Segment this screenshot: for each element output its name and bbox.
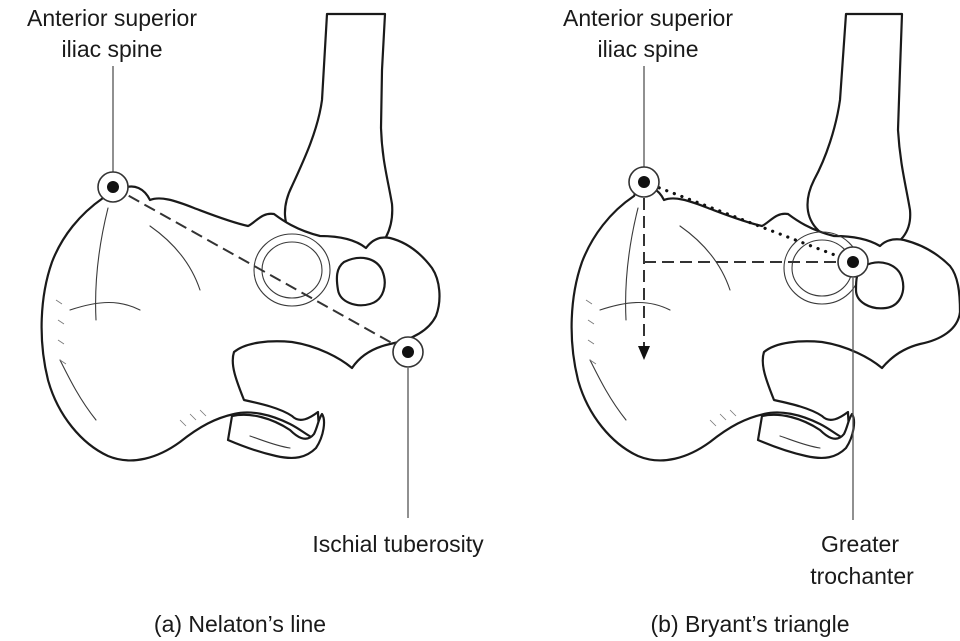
label-asis-a-line1: Anterior superior <box>27 5 197 31</box>
bryant-arrowhead <box>638 346 650 360</box>
pubic-ramus-b <box>756 412 856 459</box>
label-asis-b-line2: iliac spine <box>598 36 699 62</box>
bryant-hypotenuse-dotted <box>642 180 855 264</box>
label-greater-trochanter-line2: trochanter <box>810 563 914 589</box>
panel-b-bryant: Anterior superior iliac spine Greater tr… <box>563 5 960 637</box>
nelaton-line <box>112 186 409 353</box>
pelvis-outline-a <box>40 185 441 462</box>
label-asis-b-line1: Anterior superior <box>563 5 733 31</box>
acetabulum-a <box>253 233 331 307</box>
label-ischial-tuberosity: Ischial tuberosity <box>312 531 484 557</box>
label-asis-a-line2: iliac spine <box>62 36 163 62</box>
panel-a-nelaton: Anterior superior iliac spine Ischial tu… <box>27 5 484 637</box>
pubic-ramus-a <box>226 412 326 459</box>
femur-shaft-a <box>283 12 394 262</box>
caption-b: (b) Bryant’s triangle <box>651 611 850 637</box>
marker-asis-b <box>628 166 660 198</box>
femoral-head-a <box>335 256 386 307</box>
marker-ischial-tuberosity <box>392 336 424 368</box>
marker-asis-a <box>97 171 129 203</box>
femur-shaft-b <box>806 12 912 252</box>
marker-greater-trochanter <box>837 246 869 278</box>
label-greater-trochanter-line1: Greater <box>821 531 899 557</box>
femoral-head-b <box>854 261 905 310</box>
caption-a: (a) Nelaton’s line <box>154 611 326 637</box>
